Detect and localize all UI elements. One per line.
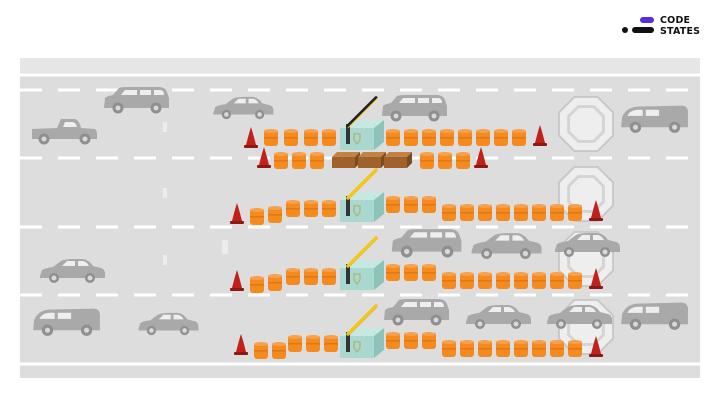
barrel-icon	[496, 204, 510, 221]
barrel-icon	[460, 272, 474, 289]
logo-wordmark: CODE STATES	[660, 15, 700, 37]
barrel-icon	[386, 196, 400, 213]
barrel-icon	[404, 332, 418, 349]
toll-booth-icon	[340, 119, 384, 150]
logo-line-2: STATES	[660, 26, 701, 37]
logo-mark-icon	[620, 14, 656, 40]
barrel-icon	[404, 196, 418, 213]
barrel-icon	[288, 335, 302, 352]
barrel-icon	[496, 340, 510, 357]
barrel-icon	[306, 335, 320, 352]
barrel-icon	[532, 204, 546, 221]
barrel-icon	[422, 129, 436, 146]
crate-icon	[358, 152, 386, 168]
octagon-sign-icon	[557, 95, 615, 153]
barrel-icon	[310, 152, 324, 169]
barrel-icon	[286, 200, 300, 217]
barrel-icon	[532, 272, 546, 289]
barrel-icon	[442, 204, 456, 221]
crate-icon	[332, 152, 360, 168]
crate-icon	[384, 152, 412, 168]
code-states-logo: CODE STATES	[620, 14, 712, 40]
barrel-icon	[274, 152, 288, 169]
barrel-icon	[304, 129, 318, 146]
octagon-sign-icon	[557, 165, 615, 223]
barrel-icon	[440, 129, 454, 146]
barrel-icon	[254, 342, 268, 359]
barrel-icon	[458, 129, 472, 146]
barrel-icon	[442, 340, 456, 357]
barrel-icon	[420, 152, 434, 169]
barrel-icon	[514, 272, 528, 289]
logo-line-1: CODE	[660, 15, 691, 26]
barrel-icon	[386, 264, 400, 281]
barrel-icon	[304, 268, 318, 285]
barrel-icon	[268, 274, 282, 291]
toll-lane-5	[234, 304, 603, 359]
barrel-icon	[322, 268, 336, 285]
toll-booth-icon	[340, 191, 384, 222]
road-shoulder-top	[20, 58, 700, 74]
barrel-icon	[422, 332, 436, 349]
barrel-icon	[292, 152, 306, 169]
barrel-icon	[250, 208, 264, 225]
barrel-icon	[268, 206, 282, 223]
barrel-icon	[478, 340, 492, 357]
barrel-icon	[272, 342, 286, 359]
barrel-icon	[250, 276, 264, 293]
barrel-icon	[514, 340, 528, 357]
barrel-icon	[568, 272, 582, 289]
barrel-icon	[404, 129, 418, 146]
barrel-icon	[532, 340, 546, 357]
barrel-icon	[550, 272, 564, 289]
toll-lane-1	[244, 96, 547, 150]
barrel-icon	[404, 264, 418, 281]
barrel-icon	[514, 204, 528, 221]
barrel-icon	[386, 129, 400, 146]
barrier-gate-icon	[346, 168, 378, 200]
barrel-icon	[438, 152, 452, 169]
toll-booth-icon	[340, 259, 384, 290]
toll-lane-3	[230, 168, 603, 225]
barrel-icon	[386, 332, 400, 349]
barrel-icon	[324, 335, 338, 352]
barrel-icon	[550, 204, 564, 221]
barrel-icon	[460, 340, 474, 357]
barrier-gate-icon	[346, 236, 378, 268]
barrel-icon	[460, 204, 474, 221]
barrel-icon	[422, 196, 436, 213]
barrel-icon	[422, 264, 436, 281]
barrel-icon	[322, 200, 336, 217]
barrier-gate-icon	[346, 304, 378, 336]
barrier-gate-icon	[346, 96, 378, 128]
barrel-icon	[512, 129, 526, 146]
barrel-icon	[456, 152, 470, 169]
barrel-icon	[496, 272, 510, 289]
barrel-icon	[304, 200, 318, 217]
barrel-icon	[478, 272, 492, 289]
barrel-icon	[478, 204, 492, 221]
barrel-icon	[568, 204, 582, 221]
barrel-icon	[442, 272, 456, 289]
barrel-icon	[494, 129, 508, 146]
barrel-icon	[476, 129, 490, 146]
toll-booth-icon	[340, 327, 384, 358]
barrel-icon	[568, 340, 582, 357]
toll-lane-4	[230, 236, 603, 293]
barrel-icon	[286, 268, 300, 285]
barrel-icon	[264, 129, 278, 146]
barrel-icon	[322, 129, 336, 146]
barrel-icon	[550, 340, 564, 357]
barrel-icon	[284, 129, 298, 146]
